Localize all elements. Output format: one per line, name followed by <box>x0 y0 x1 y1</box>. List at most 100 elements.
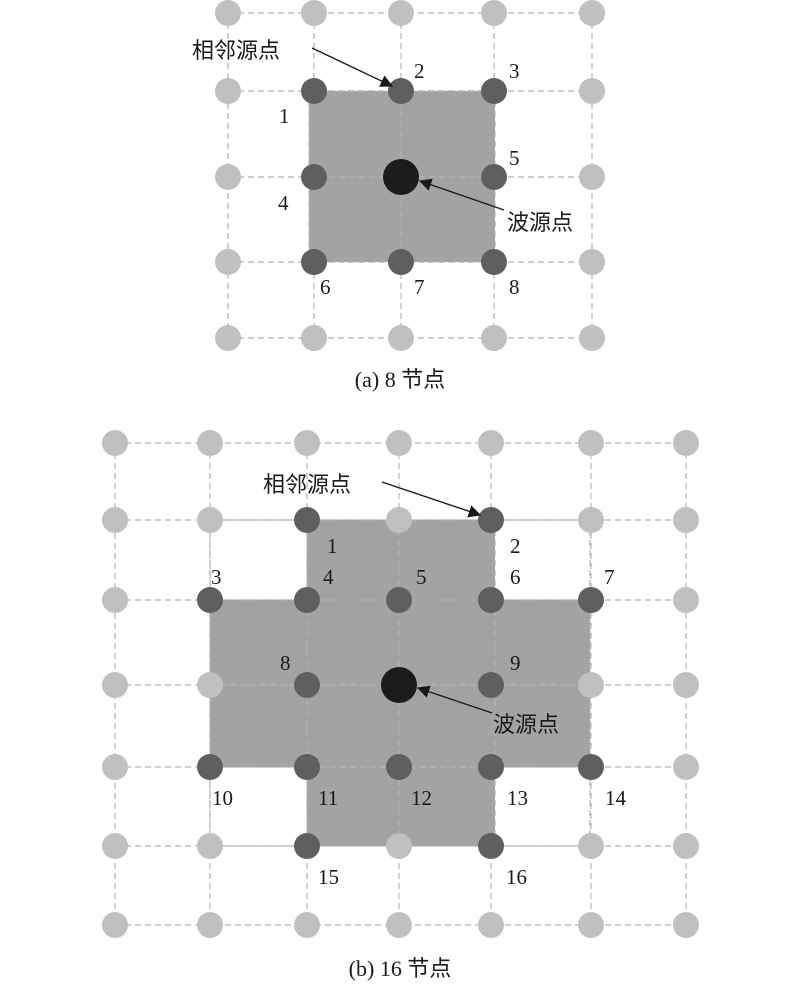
diagram-b-neighbor-node <box>578 587 604 613</box>
diagram-a-node-label-8: 8 <box>509 275 520 299</box>
diagram-a-grid-node <box>215 0 241 26</box>
diagram-b-grid-node <box>673 587 699 613</box>
diagram-b-adjacent-arrow <box>381 481 482 518</box>
diagram-a-neighbor-node <box>388 249 414 275</box>
diagram-b-grid-node <box>197 833 223 859</box>
diagram-a-grid-node <box>388 325 414 351</box>
diagram-a-adjacent-label: 相邻源点 <box>192 39 280 64</box>
diagram-b-node-label-8: 8 <box>280 651 291 675</box>
diagram-b-adjacent-label: 相邻源点 <box>263 473 351 498</box>
diagram-a-neighbor-node <box>481 78 507 104</box>
diagram-a-source-label: 波源点 <box>507 211 573 236</box>
diagram-b-source-label: 波源点 <box>493 713 559 738</box>
diagram-a: 1 2 3 4 5 6 7 8 相邻源点 波源点 (a) 8 节点 <box>192 0 605 392</box>
diagram-a-neighbor-node <box>481 164 507 190</box>
diagram-a-node-label-5: 5 <box>509 146 520 170</box>
diagram-b-source-arrow <box>416 685 493 714</box>
diagram-a-grid-node <box>301 0 327 26</box>
diagram-a-grid-node <box>579 0 605 26</box>
diagram-b-grid-node <box>478 912 504 938</box>
diagram-b-grid-node <box>673 430 699 456</box>
diagram-a-node-label-4: 4 <box>278 191 289 215</box>
diagram-a-node-label-2: 2 <box>414 59 425 83</box>
diagram-a-neighbor-node <box>388 78 414 104</box>
diagram-b-grid-node <box>102 587 128 613</box>
diagram-b-grid-node <box>673 507 699 533</box>
diagram-a-grid-node <box>215 325 241 351</box>
diagram-b-grid-node <box>673 833 699 859</box>
diagram-a-grid-node <box>215 249 241 275</box>
diagram-a-grid-node <box>215 164 241 190</box>
diagram-a-source-arrow <box>418 178 505 211</box>
diagram-b-grid-node <box>386 912 412 938</box>
diagram-b-neighbor-node <box>294 754 320 780</box>
diagram-b-grid-node <box>294 912 320 938</box>
diagram-b-neighbor-node <box>197 587 223 613</box>
diagram-b-node-label-2: 2 <box>510 534 521 558</box>
diagram-a-grid-node <box>215 78 241 104</box>
diagram-a-caption: (a) 8 节点 <box>355 367 445 392</box>
diagram-a-neighbor-node <box>481 249 507 275</box>
diagram-b-node-label-4: 4 <box>323 565 334 589</box>
diagram-b-grid-node <box>578 912 604 938</box>
diagram-b-neighbor-node <box>478 587 504 613</box>
diagram-b-node-label-13: 13 <box>507 786 528 810</box>
diagram-a-neighbor-node <box>301 164 327 190</box>
diagram-b-node-label-15: 15 <box>318 865 339 889</box>
diagram-b-grid-node <box>102 833 128 859</box>
diagram-b-grid-node <box>102 672 128 698</box>
diagram-a-grid-node <box>388 0 414 26</box>
diagram-b-node-label-9: 9 <box>510 651 521 675</box>
diagram-b-grid-node <box>578 672 604 698</box>
diagram-a-grid-node <box>481 325 507 351</box>
diagram-b-grid-node <box>578 833 604 859</box>
diagram-a-grid-node <box>579 249 605 275</box>
diagram-b-grid-node <box>478 430 504 456</box>
diagram-b-grid-node <box>578 430 604 456</box>
diagram-a-grid-node <box>481 0 507 26</box>
diagram-b-grid-node <box>386 507 412 533</box>
diagram-b-source-node <box>381 667 417 703</box>
diagram-b-neighbor-node <box>294 587 320 613</box>
diagram-b-node-label-14: 14 <box>605 786 627 810</box>
diagram-b-node-label-1: 1 <box>327 534 338 558</box>
diagram-b-node-label-7: 7 <box>604 565 615 589</box>
diagram-a-grid-node <box>579 78 605 104</box>
diagram-b-grid-node <box>386 833 412 859</box>
diagram-b-nodes <box>102 430 699 938</box>
diagram-b-node-label-12: 12 <box>411 786 432 810</box>
diagram-a-grid-node <box>579 325 605 351</box>
diagram-a-adjacent-arrow <box>311 47 394 87</box>
diagram-b-grid-node <box>578 507 604 533</box>
diagram-b-neighbor-node <box>386 754 412 780</box>
diagram-b-grid-node <box>197 672 223 698</box>
diagram-a-source-node <box>383 159 419 195</box>
diagram-b-node-label-5: 5 <box>416 565 427 589</box>
diagram-b-grid-node <box>386 430 412 456</box>
diagram-a-grid-node <box>579 164 605 190</box>
diagram-b-grid-node <box>197 912 223 938</box>
diagram-b-grid-node <box>673 672 699 698</box>
diagram-b-grid-node <box>673 754 699 780</box>
diagram-b-neighbor-node <box>197 754 223 780</box>
diagram-b-node-label-6: 6 <box>510 565 521 589</box>
diagram-a-node-label-7: 7 <box>414 275 425 299</box>
diagram-b-neighbor-node <box>478 507 504 533</box>
diagram-b-neighbor-node <box>478 833 504 859</box>
diagram-b-neighbor-node <box>294 672 320 698</box>
diagram-b-grid-node <box>102 754 128 780</box>
diagram-b-neighbor-node <box>578 754 604 780</box>
diagram-b-grid-node <box>197 430 223 456</box>
diagram-a-neighbor-node <box>301 78 327 104</box>
diagram-b-grid-node <box>294 430 320 456</box>
diagram-b-node-label-11: 11 <box>318 786 338 810</box>
diagram-b-node-label-16: 16 <box>506 865 527 889</box>
diagram-a-node-label-6: 6 <box>320 275 331 299</box>
diagram-b-node-label-3: 3 <box>211 565 222 589</box>
diagram-b-grid-node <box>102 912 128 938</box>
diagram-a-node-label-3: 3 <box>509 59 520 83</box>
diagram-b-neighbor-node <box>294 833 320 859</box>
diagram-a-grid-node <box>301 325 327 351</box>
diagram-b-caption: (b) 16 节点 <box>349 956 452 981</box>
